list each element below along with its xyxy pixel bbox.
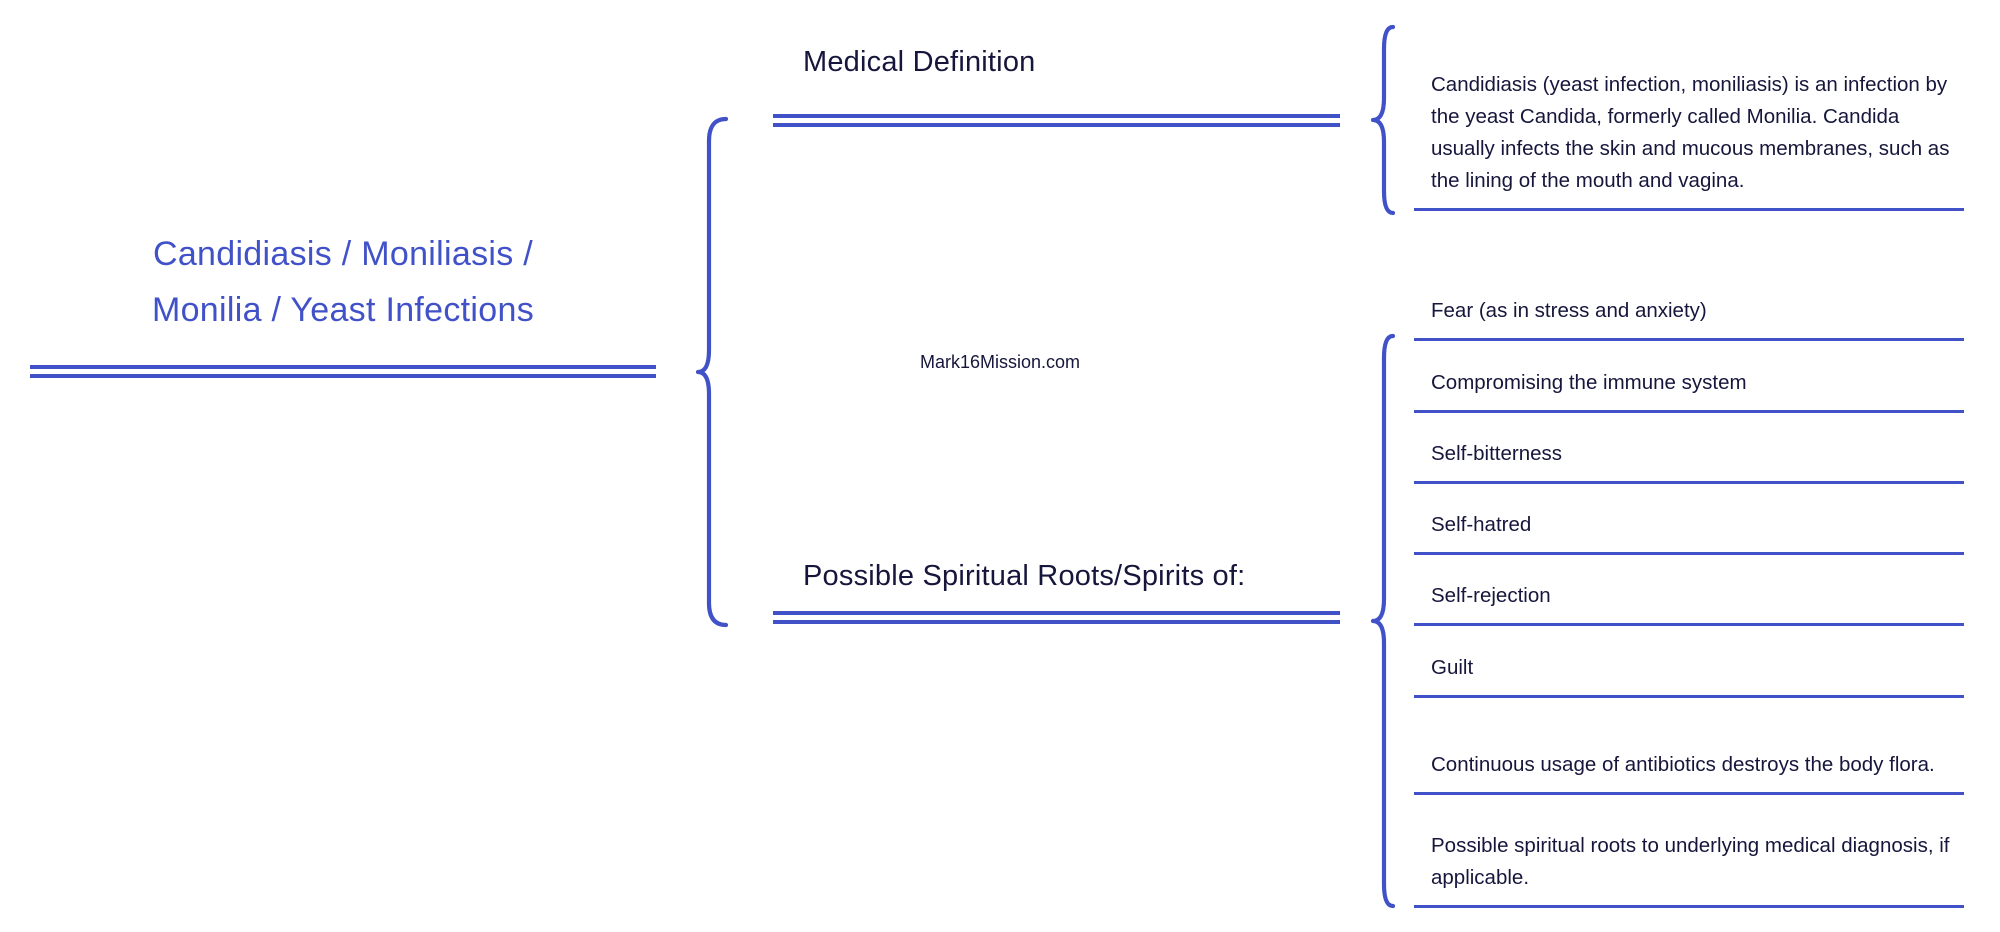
leaf-item-self-rejection: Self-rejection bbox=[1414, 580, 1964, 626]
leaf-item-self-bitterness: Self-bitterness bbox=[1414, 438, 1964, 484]
branch-underline-medical bbox=[773, 114, 1340, 127]
medical-definition-text: Candidiasis (yeast infection, moniliasis… bbox=[1414, 69, 1964, 211]
watermark-text: Mark16Mission.com bbox=[919, 352, 1081, 372]
leaf-item-underlying-diagnosis: Possible spiritual roots to underlying m… bbox=[1414, 830, 1964, 908]
branch-label-spiritual-roots: Possible Spiritual Roots/Spirits of: bbox=[803, 560, 1246, 592]
root-title-line1: Candidiasis / Moniliasis / bbox=[152, 235, 534, 273]
branch-underline-spiritual bbox=[773, 611, 1340, 624]
leaf-item-self-hatred: Self-hatred bbox=[1414, 509, 1964, 555]
spiritual-curly-brace bbox=[1370, 333, 1396, 909]
branch-label-medical-definition: Medical Definition bbox=[803, 46, 1036, 78]
root-title-line2: Monilia / Yeast Infections bbox=[151, 291, 535, 329]
leaf-item-guilt: Guilt bbox=[1414, 652, 1964, 698]
leaf-item-antibiotics: Continuous usage of antibiotics destroys… bbox=[1414, 749, 1964, 795]
medical-curly-brace bbox=[1370, 24, 1396, 216]
root-node-title: Candidiasis / Moniliasis / Monilia / Yea… bbox=[30, 226, 656, 338]
root-node-underline bbox=[30, 365, 656, 378]
root-curly-brace bbox=[695, 116, 729, 628]
leaf-item-immune-system: Compromising the immune system bbox=[1414, 367, 1964, 413]
leaf-item-fear: Fear (as in stress and anxiety) bbox=[1414, 295, 1964, 341]
